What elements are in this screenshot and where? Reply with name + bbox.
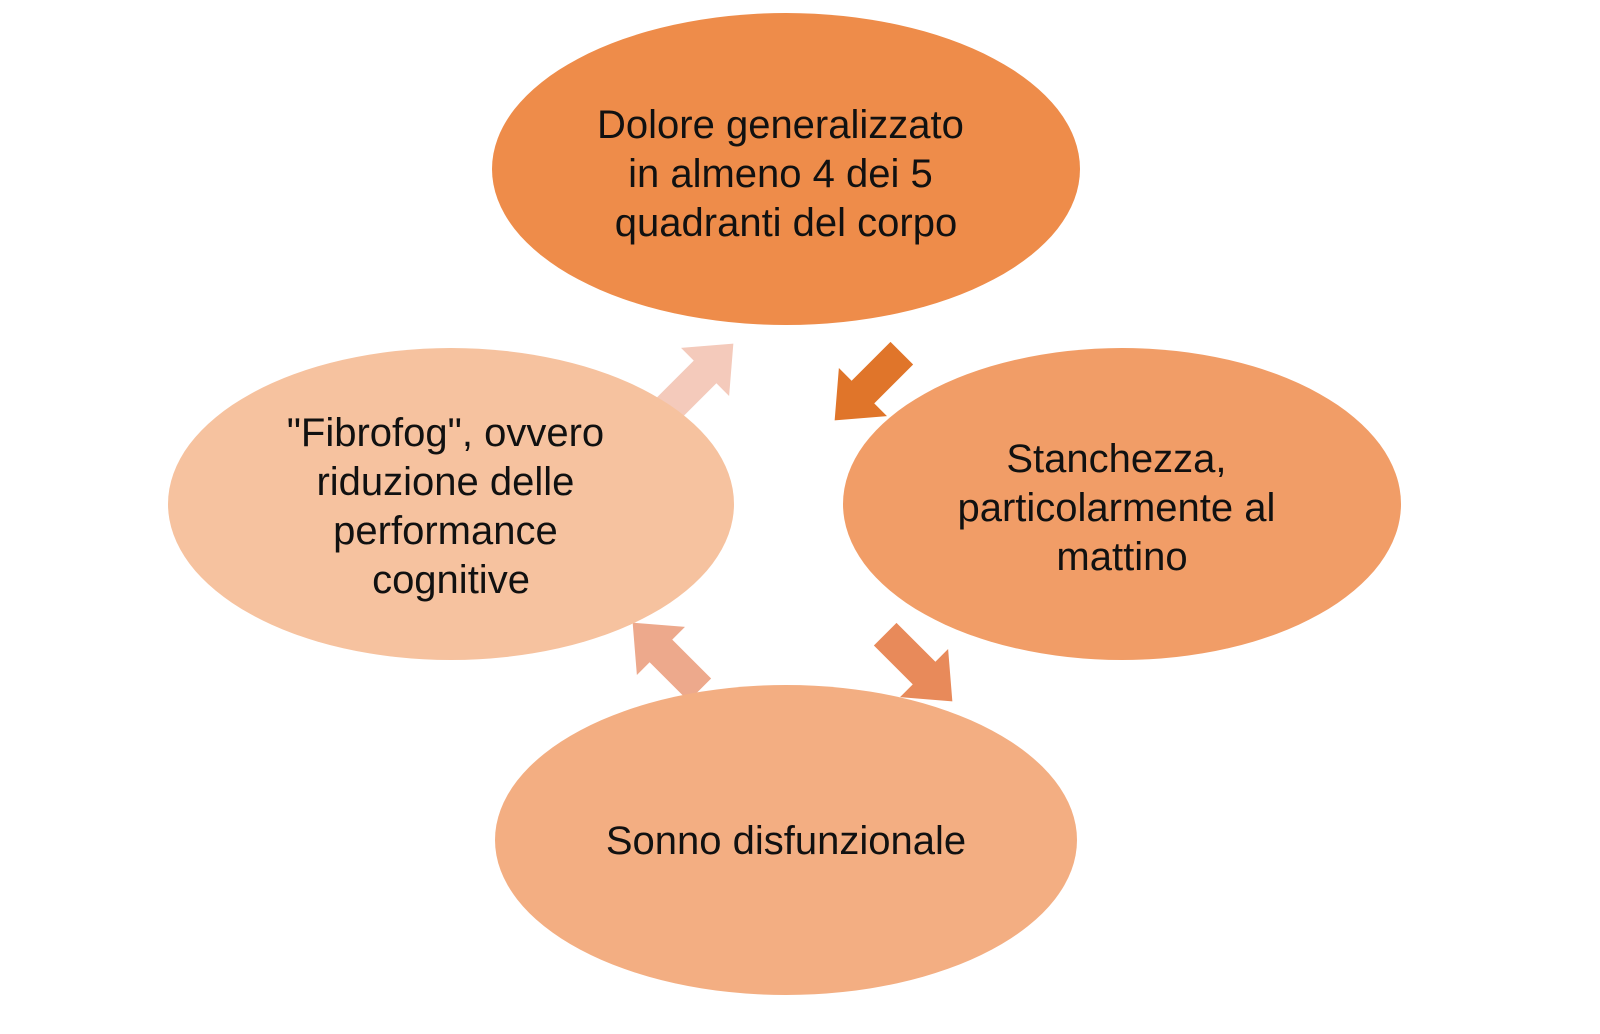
node-left-line-2: riduzione delle (316, 460, 574, 504)
node-top-line-2: in almeno 4 dei 5 (628, 152, 933, 196)
arrow-right-to-bottom (873, 622, 953, 702)
node-right: Stanchezza, particolarmente al mattino (843, 348, 1401, 660)
node-left-shape (168, 348, 734, 660)
node-bottom-label: Sonno disfunzionale (606, 819, 966, 863)
node-top: Dolore generalizzato in almeno 4 dei 5 q… (492, 13, 1080, 325)
arrow-bottom-to-left (632, 622, 712, 702)
node-left-line-4: cognitive (372, 558, 530, 602)
node-top-line-1: Dolore generalizzato (597, 103, 964, 147)
node-bottom: Sonno disfunzionale (495, 685, 1077, 995)
node-top-shape (492, 13, 1080, 325)
arrow-bottom-to-left-shape (632, 622, 712, 702)
node-top-line-3: quadranti del corpo (615, 201, 957, 245)
node-left-line-3: performance (333, 509, 558, 553)
node-right-line-1: Stanchezza, (1006, 437, 1226, 481)
arrow-right-to-bottom-shape (873, 622, 953, 702)
node-right-shape (843, 348, 1401, 660)
node-top-label: Dolore generalizzato in almeno 4 dei 5 q… (597, 103, 975, 245)
arrow-top-to-right (834, 341, 914, 421)
arrow-left-to-top-shape (654, 343, 734, 423)
arrow-top-to-right-shape (834, 341, 914, 421)
node-right-label: Stanchezza, particolarmente al mattino (957, 437, 1286, 579)
node-bottom-line-1: Sonno disfunzionale (606, 819, 966, 863)
node-left: "Fibrofog", ovvero riduzione delle perfo… (168, 348, 734, 660)
node-right-line-3: mattino (1056, 535, 1187, 579)
node-bottom-shape (495, 685, 1077, 995)
node-left-line-1: "Fibrofog", ovvero (287, 411, 604, 455)
node-left-label: "Fibrofog", ovvero riduzione delle perfo… (287, 411, 616, 602)
arrow-left-to-top (654, 343, 734, 423)
node-right-line-2: particolarmente al (957, 486, 1275, 530)
